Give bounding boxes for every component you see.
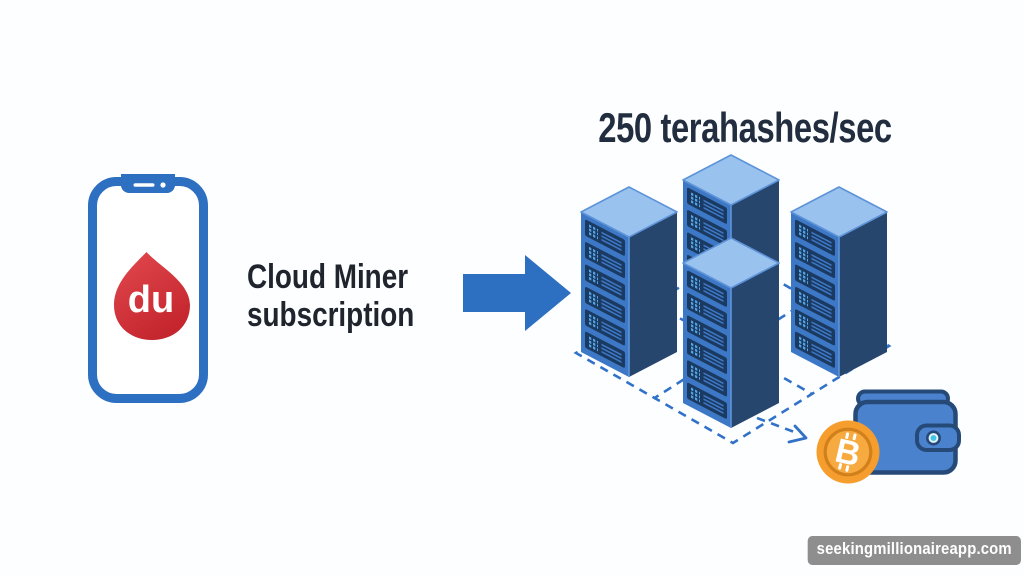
bitcoin-coin-icon: B (816, 420, 880, 484)
du-app-logo-icon: du (114, 252, 190, 340)
payout-dashed-arrow-icon (756, 416, 808, 444)
du-logo-text: du (128, 279, 174, 321)
watermark-badge: seekingmillionaireapp.com (807, 536, 1021, 565)
subscription-label-line2: subscription (247, 296, 415, 335)
bitcoin-wallet-icon (853, 389, 961, 475)
phone-camera-dot (160, 182, 166, 188)
subscription-label-line1: Cloud Miner (247, 258, 409, 296)
hashrate-title: 250 terahashes/sec (598, 104, 892, 151)
phone-speaker (133, 183, 155, 187)
subscription-label: Cloud Miner subscription (247, 258, 414, 335)
server-rack-icon-front (683, 238, 779, 428)
server-rack-icon-right (791, 187, 887, 377)
server-rack-icon-left (581, 187, 677, 377)
flow-arrow-icon (463, 255, 571, 331)
smartphone-icon: du (88, 174, 208, 403)
